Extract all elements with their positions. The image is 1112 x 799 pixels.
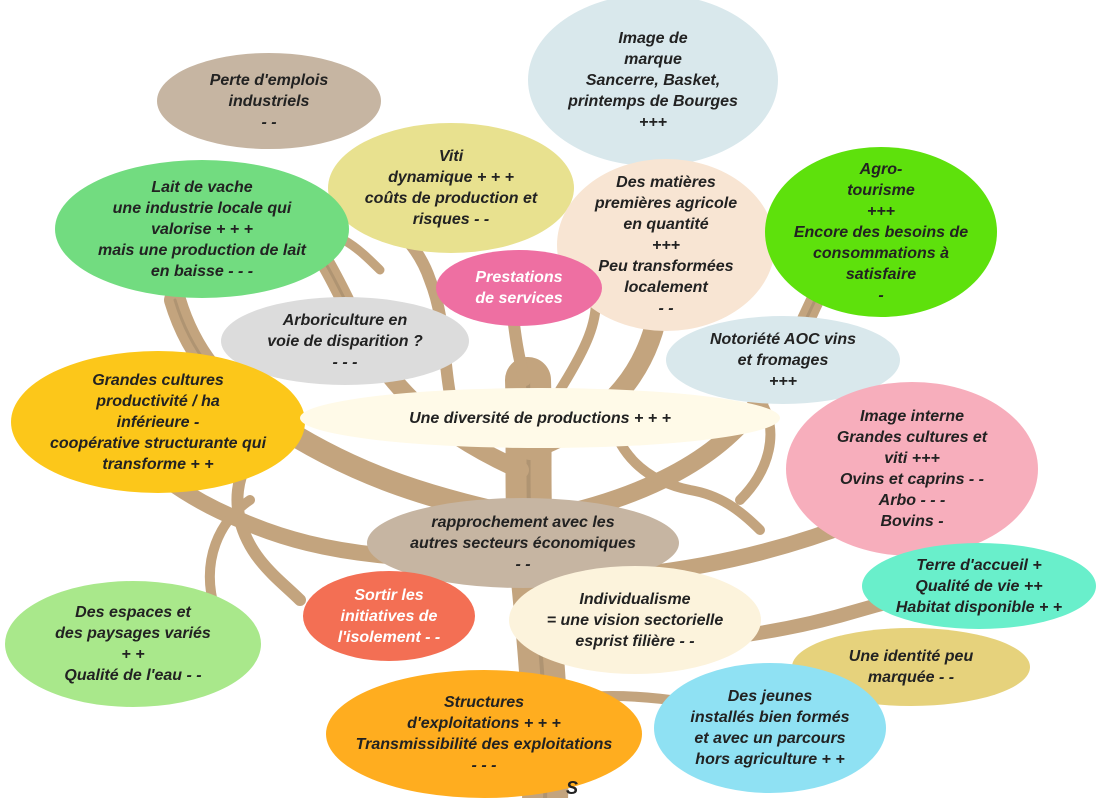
bubble-text: Structures d'exploitations + + + Transmi… [355, 694, 613, 774]
bubble-sortir: Sortir les initiatives de l'isolement - … [303, 571, 475, 661]
bubble-agro-tourisme: Agro- tourisme +++ Encore des besoins de… [765, 147, 997, 317]
bubble-diversite: Une diversité de productions + + + [300, 388, 780, 448]
bubble-text: Agro- tourisme +++ Encore des besoins de… [793, 160, 969, 304]
bubble-perte-emplois: Perte d'emplois industriels - - [157, 53, 381, 149]
bubble-image-interne: Image interne Grandes cultures et viti +… [786, 382, 1038, 556]
bubble-lait-vache: Lait de vache une industrie locale qui v… [55, 160, 349, 298]
bubble-text: Sortir les initiatives de l'isolement - … [337, 586, 441, 646]
bubble-text: Viti dynamique + + + coûts de production… [364, 148, 538, 228]
bubble-text: Des jeunes installés bien formés et avec… [690, 688, 850, 768]
bubble-arboriculture: Arboriculture en voie de disparition ? -… [221, 297, 469, 385]
bubble-structures: Structures d'exploitations + + + Transmi… [326, 670, 642, 798]
bubble-individualisme: Individualisme = une vision sectorielle … [509, 566, 761, 674]
bubble-espaces: Des espaces et des paysages variés + + Q… [5, 581, 261, 707]
bubble-jeunes: Des jeunes installés bien formés et avec… [654, 663, 886, 793]
bubble-prestations: Prestations de services [436, 250, 602, 326]
bubble-text: Une identité peu marquée - - [848, 648, 974, 686]
bubble-grandes-cultures: Grandes cultures productivité / ha infér… [11, 351, 305, 493]
bubble-text: Arboriculture en voie de disparition ? -… [267, 311, 423, 371]
bubble-image-marque: Image de marque Sancerre, Basket, printe… [528, 0, 778, 166]
bubble-text: Image interne Grandes cultures et viti +… [836, 408, 988, 530]
bubble-text: Image de marque Sancerre, Basket, printe… [568, 29, 738, 131]
bubble-text: Perte d'emplois industriels - - [209, 71, 329, 131]
bubble-text: Individualisme = une vision sectorielle … [546, 590, 724, 650]
bubble-text: Des espaces et des paysages variés + + Q… [55, 604, 211, 684]
bubble-text: Notoriété AOC vins et fromages +++ [709, 330, 857, 390]
stray-letter: S [566, 778, 579, 798]
bubble-text: Des matières premières agricole en quant… [594, 173, 738, 317]
bubble-matieres-premieres: Des matières premières agricole en quant… [557, 159, 775, 331]
bubble-text: rapprochement avec les autres secteurs é… [410, 513, 636, 573]
bubble-text: Terre d'accueil + Qualité de vie ++ Habi… [895, 556, 1063, 616]
bubble-viti: Viti dynamique + + + coûts de production… [328, 123, 574, 253]
bubble-text: Une diversité de productions + + + [409, 409, 671, 427]
bubble-terre-accueil: Terre d'accueil + Qualité de vie ++ Habi… [862, 543, 1096, 629]
bubble-text: Lait de vache une industrie locale qui v… [97, 178, 307, 280]
bubble-text: Grandes cultures productivité / ha infér… [49, 371, 267, 473]
bubble-text: Prestations de services [475, 269, 563, 307]
